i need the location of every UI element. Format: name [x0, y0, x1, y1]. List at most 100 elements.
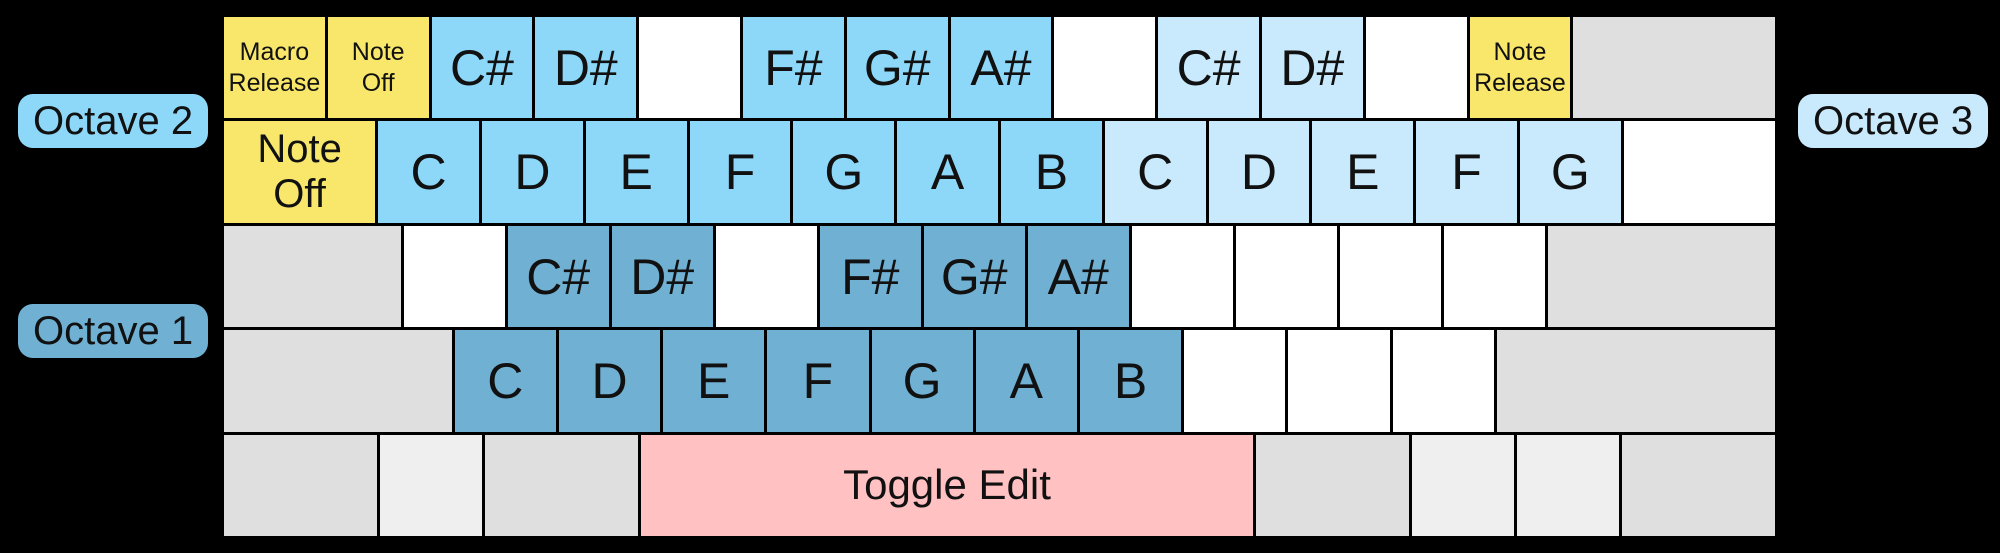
key-label: Note Release — [1474, 38, 1566, 97]
key-b[interactable]: B — [1079, 330, 1182, 432]
key-label: D — [514, 144, 551, 201]
key-label: C — [1137, 144, 1174, 201]
key-unassigned[interactable] — [1392, 330, 1494, 432]
key-c-sharp[interactable]: C# — [431, 17, 533, 119]
key-label: C# — [450, 39, 514, 96]
key-unassigned[interactable] — [639, 17, 740, 119]
key-g[interactable]: G — [793, 121, 895, 223]
key-label: B — [1113, 352, 1148, 409]
key-f[interactable]: F — [1416, 121, 1517, 223]
key-unassigned[interactable] — [715, 225, 817, 328]
key-label: G — [902, 352, 942, 409]
key-e[interactable]: E — [663, 330, 765, 432]
key-modifier-unassigned[interactable] — [224, 225, 401, 328]
octave-2-label: Octave 2 — [18, 94, 209, 148]
key-label: B — [1034, 144, 1069, 201]
key-f[interactable]: F — [689, 121, 791, 223]
key-c-sharp[interactable]: C# — [1158, 17, 1259, 119]
key-modifier-unassigned[interactable] — [1496, 330, 1776, 432]
key-modifier-unassigned[interactable] — [1547, 225, 1775, 328]
key-label: A — [1009, 352, 1043, 409]
key-label: G — [824, 144, 864, 201]
key-unassigned[interactable] — [1339, 225, 1441, 328]
key-label: Note Off — [257, 127, 342, 217]
key-label: G# — [940, 248, 1008, 305]
key-e[interactable]: E — [1312, 121, 1414, 223]
octave-1-label: Octave 1 — [18, 304, 209, 358]
key-d-sharp[interactable]: D# — [1261, 17, 1363, 119]
key-label: C — [487, 352, 524, 409]
key-label: E — [619, 144, 653, 201]
key-f[interactable]: F — [767, 330, 869, 432]
key-d[interactable]: D — [558, 330, 661, 432]
key-d[interactable]: D — [482, 121, 583, 223]
key-e[interactable]: E — [585, 121, 687, 223]
key-label: A# — [970, 39, 1032, 96]
key-label: Toggle Edit — [843, 461, 1051, 509]
octave-1-label-text: Octave 1 — [33, 308, 194, 353]
key-modifier-unassigned[interactable] — [1256, 434, 1409, 537]
key-unassigned[interactable] — [1131, 225, 1233, 328]
key-label: E — [697, 352, 731, 409]
key-unassigned[interactable] — [1184, 330, 1286, 432]
key-a-sharp[interactable]: A# — [950, 17, 1052, 119]
key-label: F# — [841, 248, 900, 305]
key-d[interactable]: D — [1208, 121, 1310, 223]
key-a-sharp[interactable]: A# — [1027, 225, 1129, 328]
key-modifier-unassigned[interactable] — [1622, 434, 1775, 537]
key-label: C# — [1176, 39, 1241, 96]
key-label: A — [930, 144, 965, 201]
key-label: E — [1346, 144, 1380, 201]
key-unassigned[interactable] — [1054, 17, 1156, 119]
key-label: F — [1451, 144, 1482, 201]
key-g-sharp[interactable]: G# — [846, 17, 948, 119]
key-unassigned[interactable] — [1365, 17, 1467, 119]
key-label: D# — [1280, 39, 1345, 96]
key-g[interactable]: G — [871, 330, 973, 432]
key-note-off[interactable]: Note Off — [224, 121, 376, 223]
key-unassigned[interactable] — [1288, 330, 1390, 432]
key-toggle-edit[interactable]: Toggle Edit — [641, 434, 1253, 537]
key-label: G# — [863, 39, 931, 96]
key-note-release[interactable]: Note Release — [1469, 17, 1571, 119]
key-c-sharp[interactable]: C# — [507, 225, 609, 328]
key-note-off[interactable]: Note Off — [327, 17, 429, 119]
key-modifier-unassigned[interactable] — [224, 330, 452, 432]
key-f-sharp[interactable]: F# — [742, 17, 844, 119]
key-g[interactable]: G — [1519, 121, 1621, 223]
key-c[interactable]: C — [454, 330, 556, 432]
key-c[interactable]: C — [1104, 121, 1206, 223]
key-modifier-unassigned[interactable] — [1517, 434, 1619, 537]
key-macro-release[interactable]: Macro Release — [224, 17, 325, 119]
key-label: F# — [764, 39, 823, 96]
key-a[interactable]: A — [897, 121, 998, 223]
key-d-sharp[interactable]: D# — [535, 17, 637, 119]
key-d-sharp[interactable]: D# — [611, 225, 713, 328]
key-label: C# — [526, 248, 591, 305]
key-label: Macro Release — [228, 38, 321, 97]
key-unassigned[interactable] — [403, 225, 505, 328]
key-unassigned[interactable] — [1443, 225, 1545, 328]
key-a[interactable]: A — [975, 330, 1077, 432]
key-modifier-unassigned[interactable] — [1573, 17, 1775, 119]
key-label: F — [724, 144, 756, 201]
key-unassigned[interactable] — [1623, 121, 1775, 223]
key-modifier-unassigned[interactable] — [380, 434, 482, 537]
home-row: C# D# F# G# A# — [224, 225, 1775, 328]
key-unassigned[interactable] — [1235, 225, 1337, 328]
key-g-sharp[interactable]: G# — [923, 225, 1025, 328]
key-label: D# — [630, 248, 695, 305]
key-label: D — [1240, 144, 1278, 201]
key-c[interactable]: C — [378, 121, 479, 223]
octave-3-label: Octave 3 — [1798, 94, 1989, 148]
octave-2-label-text: Octave 2 — [33, 98, 194, 143]
key-modifier-unassigned[interactable] — [1412, 434, 1514, 537]
key-modifier-unassigned[interactable] — [485, 434, 638, 537]
space-row: Toggle Edit — [224, 434, 1775, 537]
key-b[interactable]: B — [1000, 121, 1102, 223]
key-label: D# — [553, 39, 618, 96]
key-f-sharp[interactable]: F# — [819, 225, 921, 328]
key-modifier-unassigned[interactable] — [224, 434, 377, 537]
